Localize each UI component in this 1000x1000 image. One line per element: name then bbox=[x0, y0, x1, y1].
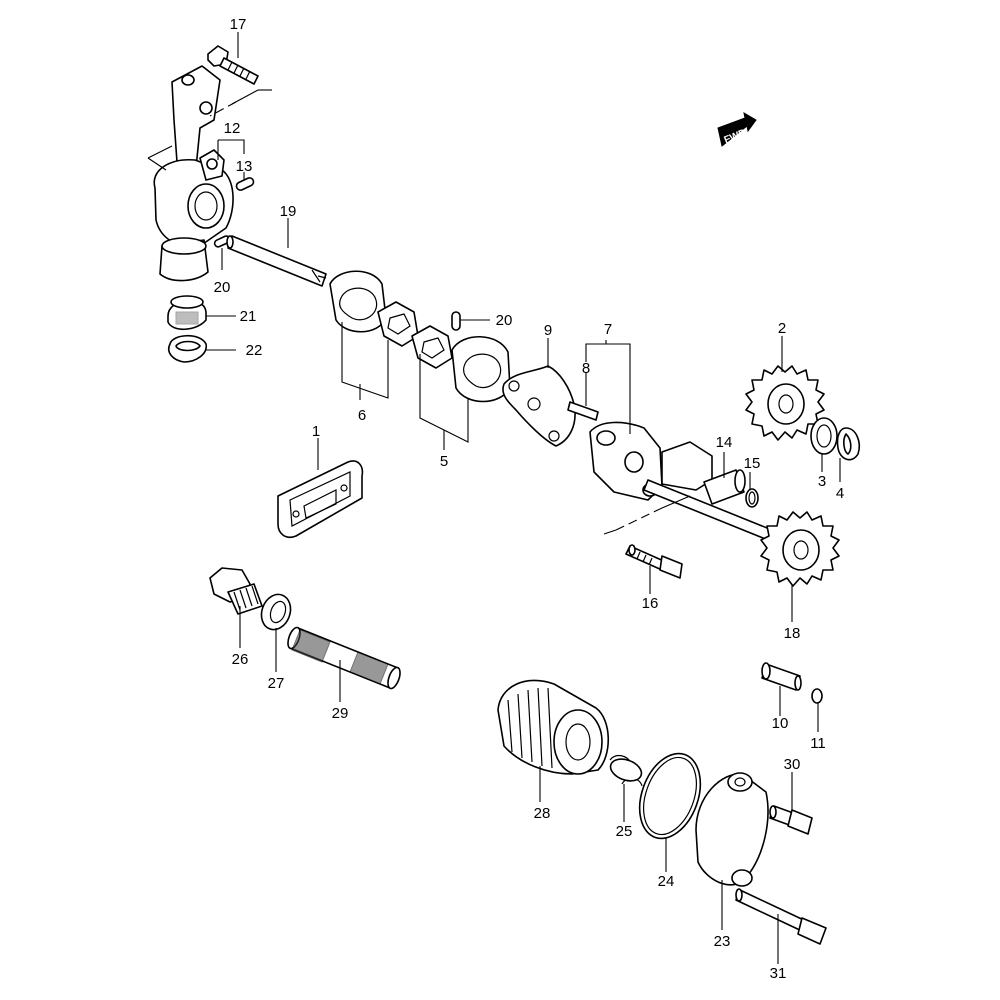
callout-16: 16 bbox=[642, 595, 659, 612]
circlip-4-icon bbox=[836, 427, 861, 461]
callout-7: 7 bbox=[604, 321, 612, 338]
shaft-19-icon bbox=[226, 235, 327, 287]
callout-18: 18 bbox=[784, 625, 801, 642]
callout-26: 26 bbox=[232, 651, 249, 668]
callout-19: 19 bbox=[280, 203, 297, 220]
callout-13: 13 bbox=[236, 158, 253, 175]
gasket-1-icon bbox=[277, 460, 364, 539]
callout-28: 28 bbox=[534, 805, 551, 822]
callout-15: 15 bbox=[744, 455, 761, 472]
callout-14: 14 bbox=[716, 434, 733, 451]
callout-29: 29 bbox=[332, 705, 349, 722]
callout-24: 24 bbox=[658, 873, 675, 890]
callout-30: 30 bbox=[784, 756, 801, 773]
cap-21-icon bbox=[167, 295, 207, 331]
callout-21: 21 bbox=[240, 308, 257, 325]
callout-1: 1 bbox=[312, 423, 320, 440]
callout-5: 5 bbox=[440, 453, 448, 470]
bolt-30-icon bbox=[769, 805, 813, 835]
pin-8-icon bbox=[567, 401, 599, 421]
fwd-arrow-icon: FWD bbox=[717, 112, 757, 147]
callout-10: 10 bbox=[772, 715, 789, 732]
callout-6: 6 bbox=[358, 407, 366, 424]
bolt-17-icon bbox=[207, 45, 259, 85]
callout-8: 8 bbox=[582, 360, 590, 377]
bolt-31-icon bbox=[735, 888, 827, 945]
washer-27-icon bbox=[260, 593, 292, 631]
rotor-5-outer-icon bbox=[451, 336, 511, 403]
callout-9: 9 bbox=[544, 322, 552, 339]
plate-9-icon bbox=[502, 365, 576, 447]
callout-17: 17 bbox=[230, 16, 247, 33]
spring-25-icon bbox=[609, 754, 643, 787]
oring-15-icon bbox=[745, 488, 759, 508]
callout-11: 11 bbox=[810, 735, 826, 752]
gear-2-icon bbox=[745, 365, 825, 441]
plug-10-icon bbox=[761, 662, 802, 691]
collar-14-icon bbox=[703, 469, 746, 505]
callout-27: 27 bbox=[268, 675, 285, 692]
oil-filter-28-icon bbox=[497, 679, 609, 775]
oring-24-icon bbox=[638, 752, 702, 840]
oring-11-icon bbox=[811, 688, 823, 704]
callout-20-upper: 20 bbox=[214, 279, 231, 296]
bolt-16-icon bbox=[625, 544, 683, 579]
washer-3-icon bbox=[810, 417, 838, 455]
callout-3: 3 bbox=[818, 473, 826, 490]
pump-housing-bracket-icon bbox=[153, 65, 234, 282]
circlip-22-icon bbox=[168, 334, 207, 363]
rotor-6-outer-icon bbox=[329, 270, 387, 333]
callout-20-middle: 20 bbox=[496, 312, 513, 329]
callout-12: 12 bbox=[224, 120, 241, 137]
leader-lines bbox=[206, 32, 841, 964]
filter-cover-23-icon bbox=[695, 772, 769, 887]
strainer-29-icon bbox=[287, 626, 401, 690]
callout-4: 4 bbox=[836, 485, 844, 502]
callout-23: 23 bbox=[714, 933, 731, 950]
callout-2: 2 bbox=[778, 320, 786, 337]
pin-20-middle-icon bbox=[451, 311, 461, 331]
gear-18-icon bbox=[760, 511, 840, 587]
pin-13-icon bbox=[235, 177, 255, 191]
callout-31: 31 bbox=[770, 965, 787, 982]
callout-25: 25 bbox=[616, 823, 633, 840]
drain-plug-26-icon bbox=[209, 567, 263, 615]
callout-22: 22 bbox=[246, 342, 263, 359]
rotor-5-inner-icon bbox=[411, 325, 453, 369]
callout-labels: 1 2 3 4 5 6 7 8 9 10 11 12 13 14 15 16 1… bbox=[214, 16, 845, 982]
rotor-6-inner-icon bbox=[377, 301, 419, 347]
